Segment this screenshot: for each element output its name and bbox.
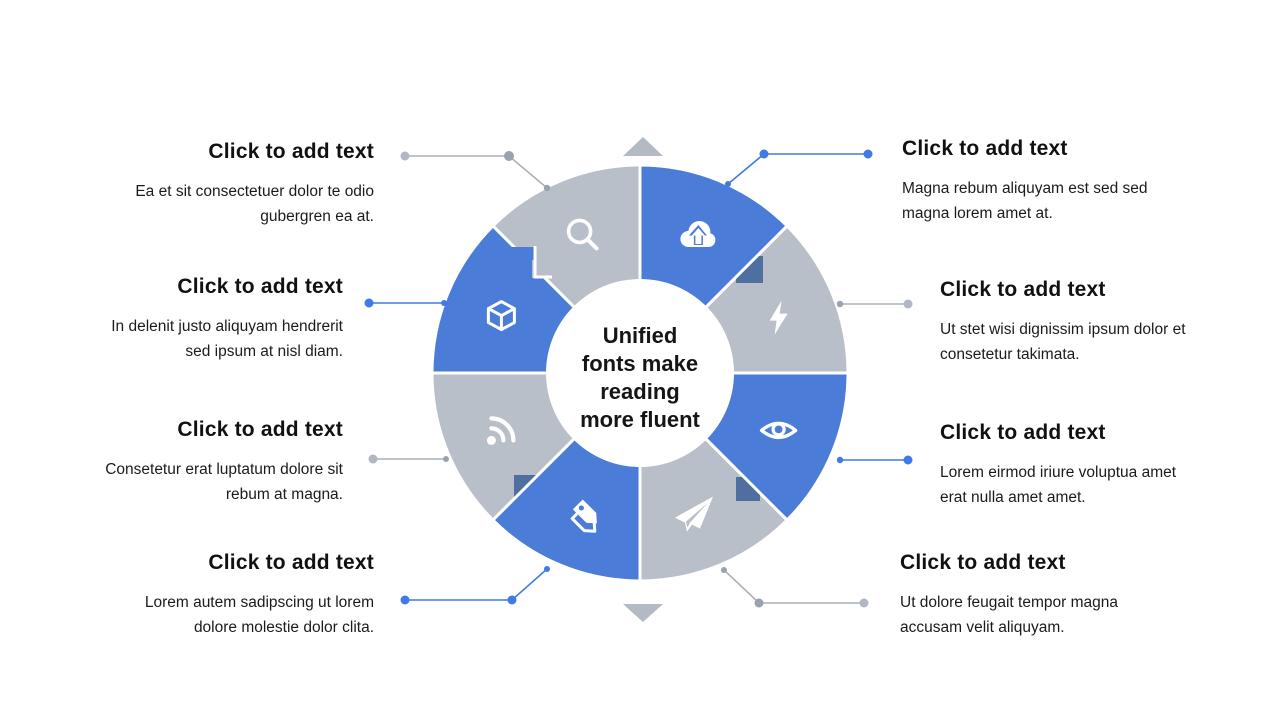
placeholder-body[interactable]: Consetetur erat luptatum dolore sit rebu… <box>105 461 343 503</box>
connector-left-4 <box>400 566 550 605</box>
text-block-right-1: Click to add text Magna rebum aliquyam e… <box>902 137 1232 226</box>
text-block-right-3: Click to add text Lorem eirmod iriure vo… <box>940 421 1270 510</box>
search-icon <box>566 218 599 251</box>
placeholder-body[interactable]: Magna rebum aliquyam est sed sed magna l… <box>902 180 1148 222</box>
connector-right-1 <box>725 149 873 187</box>
connector-right-2 <box>836 299 913 309</box>
placeholder-heading[interactable]: Click to add text <box>902 137 1068 160</box>
connector-left-1 <box>400 151 551 192</box>
placeholder-heading[interactable]: Click to add text <box>177 418 343 441</box>
text-block-right-4: Click to add text Ut dolore feugait temp… <box>900 551 1230 640</box>
connector-left-3 <box>368 454 449 464</box>
text-block-left-1: Click to add text Ea et sit consectetuer… <box>44 140 374 229</box>
tag-icon <box>570 499 597 533</box>
center-title[interactable]: Unified fonts make reading more fluent <box>580 323 700 432</box>
text-block-right-2: Click to add text Ut stet wisi dignissim… <box>940 278 1270 367</box>
text-block-left-2: Click to add text In delenit justo aliqu… <box>13 275 343 364</box>
cloud-upload-icon <box>680 221 716 247</box>
connector-left-2 <box>364 298 447 308</box>
center-circle[interactable] <box>546 279 734 467</box>
placeholder-body[interactable]: Ut stet wisi dignissim ipsum dolor et co… <box>940 321 1186 363</box>
placeholder-body[interactable]: Lorem eirmod iriure voluptua amet erat n… <box>940 464 1177 506</box>
placeholder-heading[interactable]: Click to add text <box>177 275 343 298</box>
connector-right-4 <box>721 567 869 608</box>
paper-plane-icon <box>675 496 713 532</box>
placeholder-heading[interactable]: Click to add text <box>940 278 1106 301</box>
placeholder-body[interactable]: In delenit justo aliquyam hendrerit sed … <box>111 318 343 360</box>
notch-step <box>507 246 552 279</box>
connector-right-3 <box>836 455 913 465</box>
placeholder-body[interactable]: Lorem autem sadipscing ut lorem dolore m… <box>144 594 374 636</box>
placeholder-heading[interactable]: Click to add text <box>940 421 1106 444</box>
eye-icon <box>759 421 798 440</box>
placeholder-body[interactable]: Ea et sit consectetuer dolor te odio gub… <box>135 183 374 225</box>
placeholder-heading[interactable]: Click to add text <box>208 140 374 163</box>
rss-icon <box>486 416 516 445</box>
cube-icon <box>486 300 516 332</box>
placeholder-body[interactable]: Ut dolore feugait tempor magna accusam v… <box>900 594 1118 636</box>
text-block-left-4: Click to add text Lorem autem sadipscing… <box>44 551 374 640</box>
lightning-icon <box>769 300 788 335</box>
text-block-left-3: Click to add text Consetetur erat luptat… <box>13 418 343 507</box>
placeholder-heading[interactable]: Click to add text <box>900 551 1066 574</box>
placeholder-heading[interactable]: Click to add text <box>208 551 374 574</box>
arrow-up-icon <box>623 137 663 156</box>
arrow-down-icon <box>623 604 663 622</box>
